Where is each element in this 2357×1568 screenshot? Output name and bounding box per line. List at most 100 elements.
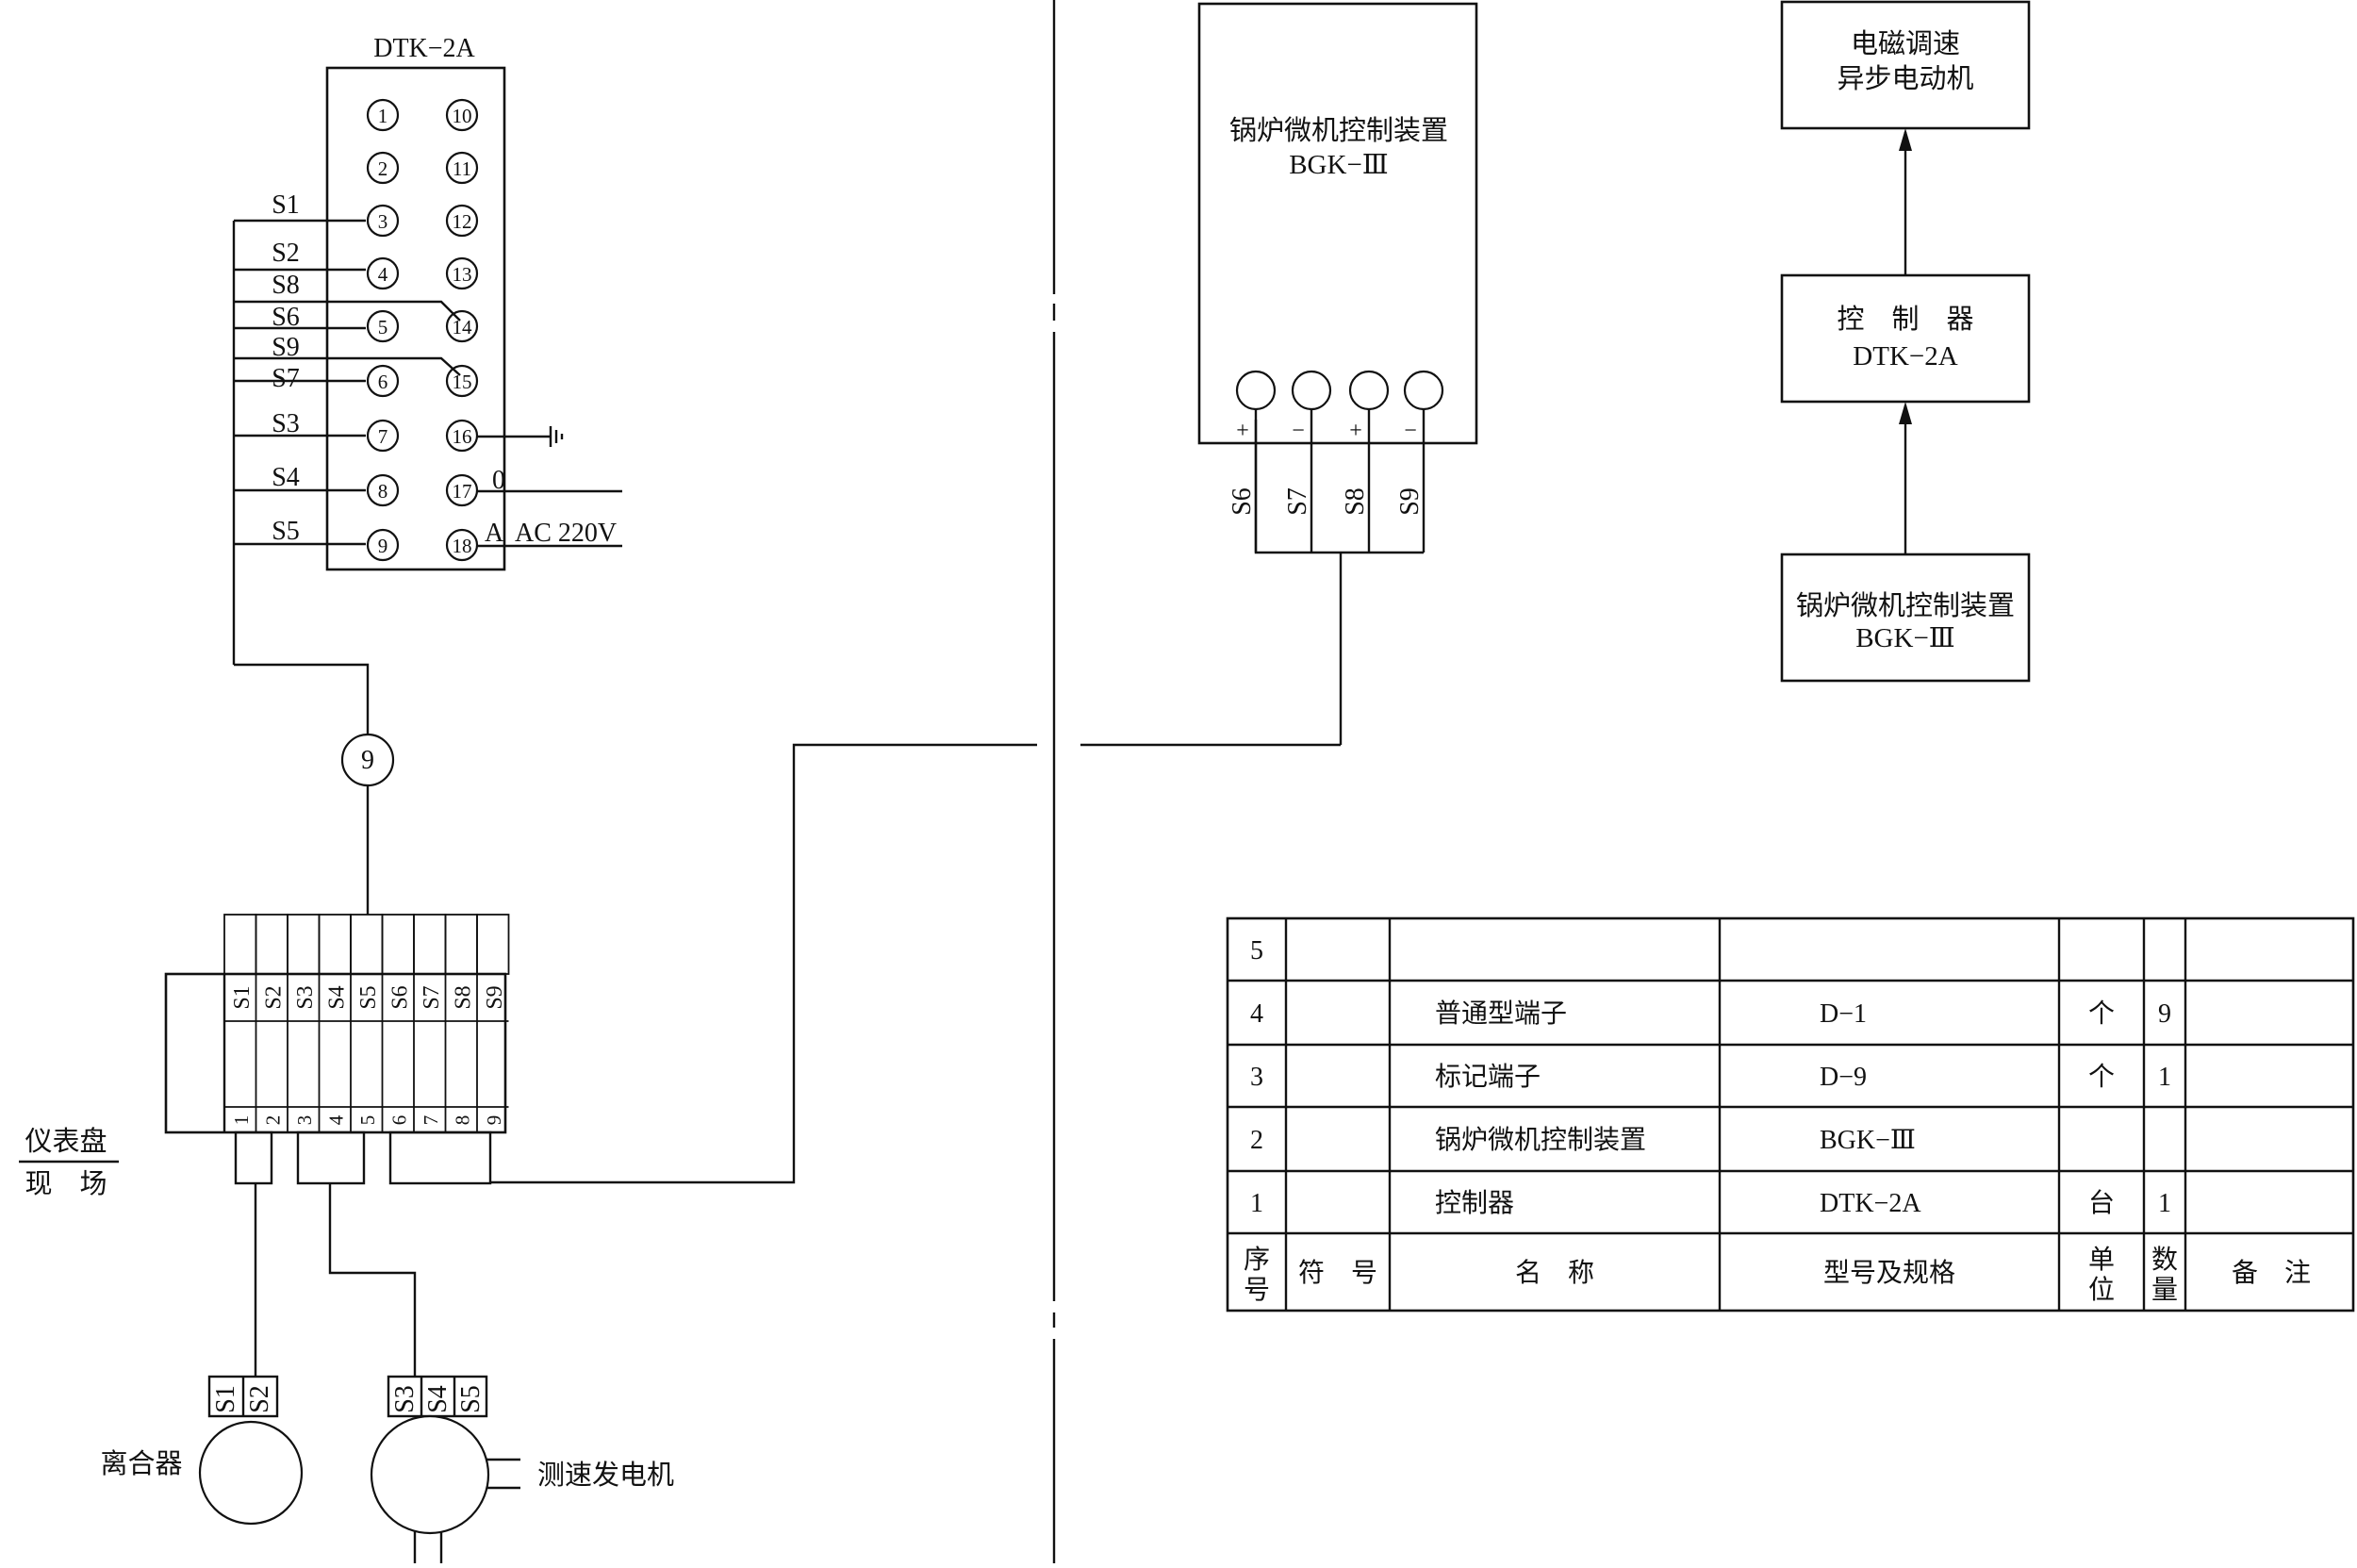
- controller-box: [325, 66, 506, 571]
- table-cell-no: 1: [1250, 1189, 1263, 1218]
- table-cell-no: 3: [1250, 1063, 1263, 1092]
- header-model: 型号及规格: [1823, 1258, 1955, 1288]
- controller-block-line2: DTK−2A: [1853, 341, 1957, 371]
- clutch-device: S1 S2 离合器: [100, 1375, 304, 1526]
- strip-signal-label: S7: [420, 985, 444, 1009]
- table-cell-name: 普通型端子: [1435, 999, 1567, 1029]
- generator-symbol: [370, 1414, 490, 1535]
- generator-term-s3: S3: [390, 1385, 420, 1413]
- generator-term-s4: S4: [423, 1385, 453, 1413]
- bgk-device-box: [1197, 2, 1478, 445]
- label-s1: S1: [272, 190, 300, 220]
- controller-terminal: [445, 151, 479, 185]
- strip-terminal-number: 6: [387, 1115, 410, 1126]
- strip-top-tab: [413, 914, 447, 975]
- clutch-symbol: [198, 1420, 304, 1526]
- bgk-device-name: 锅炉微机控制装置: [1229, 115, 1448, 146]
- block-diagram: 电磁调速 异步电动机 控 制 器 DTK−2A 锅炉微机控制装置 BGK−Ⅲ: [1780, 0, 2031, 683]
- controller-terminal: [366, 473, 400, 507]
- table-cell-unit: 个: [2088, 999, 2115, 1029]
- motor-block-line2: 异步电动机: [1837, 63, 1973, 94]
- motor-block-line1: 电磁调速: [1851, 28, 1960, 59]
- controller-terminal-number: 14: [453, 316, 473, 338]
- strip-signal-label: S8: [451, 985, 475, 1009]
- strip-terminal-number: 4: [324, 1114, 347, 1125]
- label-s7: S7: [272, 364, 300, 393]
- strip-terminal-number: 8: [451, 1115, 473, 1126]
- strip-signal-label: S3: [293, 985, 318, 1009]
- bgk-output-terminal: [1235, 370, 1277, 411]
- controller-terminal-number: 9: [378, 535, 388, 557]
- table-cell-qty: 1: [2158, 1063, 2171, 1092]
- bgk-device-model: BGK−Ⅲ: [1289, 150, 1389, 180]
- controller-terminal-number: 6: [378, 371, 388, 393]
- bgk-output-label: S9: [1395, 487, 1425, 516]
- header-unit-bottom: 位: [2088, 1275, 2115, 1305]
- bgk-output-terminal: [1348, 370, 1390, 411]
- panel-label: 仪表盘: [25, 1126, 107, 1157]
- strip-terminal-number: 5: [356, 1115, 379, 1126]
- controller-terminal: [366, 151, 400, 185]
- strip-top-tab: [476, 914, 510, 975]
- strip-signal-label: S1: [230, 985, 255, 1009]
- bgk-block-line1: 锅炉微机控制装置: [1796, 590, 2015, 621]
- label-s9: S9: [272, 333, 300, 362]
- controller-terminal-number: 1: [378, 105, 388, 127]
- controller-terminal-number: 16: [453, 425, 472, 448]
- bgk-terminal-polarity: −: [1292, 419, 1305, 443]
- wire-s8: [234, 300, 461, 322]
- bgk-output-bus: [1254, 420, 1424, 554]
- table-cell-no: 5: [1250, 936, 1263, 966]
- bgk-block-line2: BGK−Ⅲ: [1855, 623, 1955, 653]
- table-cell-name: 标记端子: [1435, 1062, 1541, 1092]
- controller-terminal-number: 3: [378, 210, 388, 233]
- bgk-output-terminal: [1403, 370, 1444, 411]
- controller-terminal-number: 10: [453, 105, 472, 127]
- table-cell-qty: 9: [2158, 999, 2171, 1029]
- phase-label-a: A: [485, 519, 504, 548]
- clutch-term-s2: S2: [245, 1385, 274, 1413]
- strip-terminal-number: 3: [293, 1115, 316, 1126]
- controller-terminal-number: 17: [453, 480, 472, 503]
- header-no-top: 序: [1244, 1245, 1270, 1275]
- header-symbol: 符 号: [1298, 1258, 1377, 1288]
- arrowhead-motor: [1899, 128, 1912, 151]
- label-s5: S5: [272, 517, 300, 546]
- strip-signal-label: S6: [387, 985, 412, 1009]
- controller-terminal: [445, 364, 479, 398]
- strip-signal-label: S9: [483, 985, 507, 1009]
- connector-clutch: [234, 1131, 273, 1185]
- controller-terminal: [366, 204, 400, 238]
- connector-generator: [296, 1131, 366, 1185]
- strip-top-tab: [255, 914, 288, 975]
- table-cell-unit: 台: [2088, 1188, 2115, 1218]
- bgk-output-terminal: [1291, 370, 1332, 411]
- controller-block-line1: 控 制 器: [1837, 304, 1973, 335]
- motor-block: [1780, 0, 2031, 130]
- table-cell-no: 2: [1250, 1126, 1263, 1155]
- controller-terminal-number: 4: [378, 263, 388, 286]
- cable-run: 9: [234, 663, 395, 915]
- generator-term-s5: S5: [456, 1385, 486, 1413]
- strip-top-tab: [287, 914, 321, 975]
- terminal-strip-frame: [164, 972, 507, 1134]
- bgk-terminal-polarity: +: [1236, 419, 1249, 443]
- bgk-output-label: S6: [1228, 487, 1257, 516]
- strip-signal-label: S5: [356, 985, 381, 1009]
- table-cell-no: 4: [1250, 999, 1263, 1029]
- controller-input-wires: S1 S2 S8 S6 S9 S7 S3 S4 S5: [232, 190, 461, 665]
- controller-terminal: [366, 419, 400, 453]
- controller-terminal: [366, 256, 400, 290]
- controller-terminal-number: 7: [378, 425, 388, 448]
- strip-top-tab: [318, 914, 352, 975]
- table-cell-model: D−9: [1820, 1063, 1867, 1092]
- controller-terminal-number: 11: [453, 157, 471, 180]
- controller-title: DTK−2A: [373, 34, 475, 63]
